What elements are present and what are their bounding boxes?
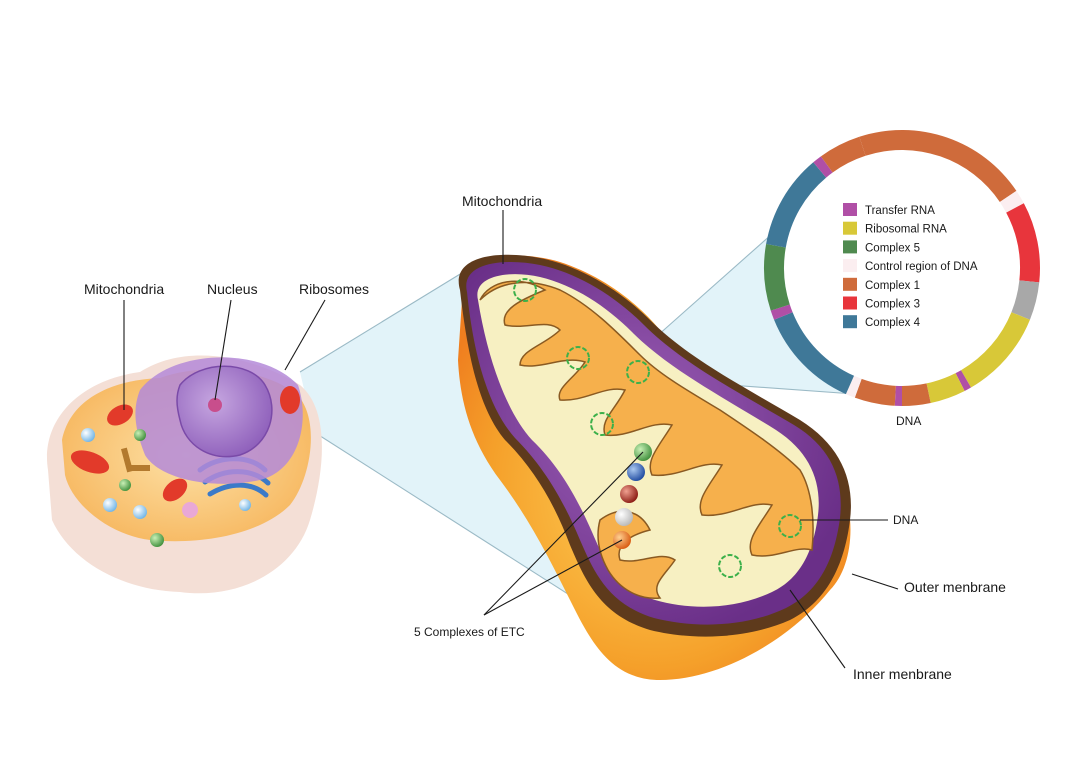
- dna-ring-segment: [813, 156, 833, 178]
- dna-ring-segment: [1011, 280, 1040, 320]
- mito-label-title: Mitochondria: [462, 193, 542, 209]
- dna-ring-segment: [845, 375, 862, 398]
- mito-dna-ring: [566, 346, 590, 370]
- etc-complex-4: [615, 508, 633, 526]
- cell-vesicle: [81, 428, 95, 442]
- legend-label: Complex 1: [865, 280, 920, 292]
- dna-ring-segments: [764, 130, 1040, 406]
- mito-dna-ring: [590, 412, 614, 436]
- cell-label-nucleus: Nucleus: [207, 281, 258, 297]
- legend-swatch: [843, 277, 857, 291]
- leader-cell-ribosomes: [284, 299, 326, 371]
- legend-swatch: [843, 296, 857, 310]
- mito-dna-ring: [626, 360, 650, 384]
- animal-cell: [46, 355, 322, 594]
- mito-label-etc: 5 Complexes of ETC: [414, 625, 525, 639]
- centriole: [128, 465, 150, 471]
- cell-mitochondrion-1: [107, 404, 133, 426]
- cell-vesicle: [119, 479, 131, 491]
- etc-complex-2: [627, 463, 645, 481]
- dna-ring-segment: [1006, 203, 1040, 283]
- mito-label-inner-membrane: Inner menbrane: [853, 666, 952, 682]
- legend-label: Transfer RNA: [865, 205, 935, 217]
- dna-ring-segment: [854, 378, 896, 406]
- dna-ring-segment: [926, 373, 965, 403]
- cell-vesicle: [182, 502, 198, 518]
- leader-etc-2: [483, 539, 623, 616]
- leader-outer-membrane: [851, 573, 899, 590]
- nucleolus: [208, 398, 222, 412]
- dna-ring-segment: [859, 130, 1017, 203]
- dna-ring-segment: [999, 190, 1024, 213]
- legend-label: Complex 3: [865, 299, 920, 311]
- etc-complex-3: [620, 485, 638, 503]
- nucleus: [176, 365, 273, 458]
- cell-label-ribosomes: Ribosomes: [299, 281, 369, 297]
- legend-swatch: [843, 203, 857, 216]
- legend-label: Control region of DNA: [865, 261, 978, 273]
- mito-dna-ring: [513, 278, 537, 302]
- dna-legend: Transfer RNA Ribosomal RNA Complex 5 Contro…: [843, 203, 978, 329]
- leader-inner-membrane: [789, 589, 846, 669]
- legend-swatch: [843, 221, 857, 235]
- dna-ring-segment: [820, 136, 866, 173]
- dna-ring-segment: [774, 312, 855, 395]
- dna-ring-segment: [894, 385, 902, 406]
- cell-vesicle: [150, 533, 164, 547]
- legend-label: Ribosomal RNA: [865, 224, 947, 236]
- legend-swatch: [843, 315, 857, 329]
- cell-vesicle: [103, 498, 117, 512]
- legend-swatch: [843, 240, 857, 254]
- dna-ring-segment: [902, 383, 931, 406]
- cell-vesicle: [239, 499, 251, 511]
- leader-cell-nucleus: [214, 299, 232, 401]
- cell-vesicle: [133, 505, 147, 519]
- dna-ring-segment: [961, 312, 1030, 388]
- mito-label-outer-membrane: Outer menbrane: [904, 579, 1006, 595]
- mito-label-dna: DNA: [893, 513, 918, 527]
- cell-mitochondrion-2: [70, 450, 110, 474]
- cell-vesicle: [134, 429, 146, 441]
- cell-mitochondrion-4: [280, 386, 300, 414]
- dna-ring-segment: [770, 304, 793, 320]
- mitochondrion: [458, 254, 851, 681]
- mito-dna-ring: [718, 554, 742, 578]
- dna-ring-segment: [764, 244, 790, 311]
- cell-mitochondrion-3: [162, 478, 188, 502]
- cell-label-mitochondria: Mitochondria: [84, 281, 164, 297]
- legend-swatch: [843, 259, 857, 273]
- legend-label: Complex 5: [865, 242, 920, 254]
- mito-dna-ring: [778, 514, 802, 538]
- dna-ring-label: DNA: [896, 414, 921, 428]
- cristae: [479, 280, 814, 557]
- legend-label: Complex 4: [865, 317, 921, 329]
- leader-etc-1: [483, 451, 644, 616]
- dna-ring-segment: [955, 370, 971, 391]
- dna-ring-segment: [766, 162, 827, 248]
